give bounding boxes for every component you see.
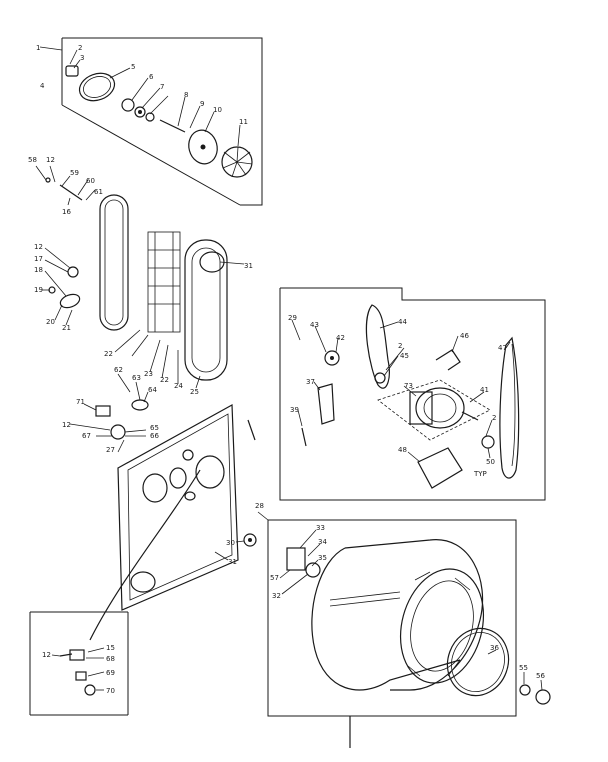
callout-12d: 12	[42, 651, 51, 659]
callout-33: 33	[316, 524, 325, 532]
callout-5: 5	[131, 63, 135, 71]
callout-21: 21	[62, 324, 71, 332]
callout-2: 2	[78, 44, 82, 52]
callout-29: 29	[288, 314, 297, 322]
callout-59: 59	[70, 169, 79, 177]
callout-28: 28	[255, 502, 264, 510]
callout-23: 23	[144, 370, 153, 378]
callout-65: 65	[150, 424, 159, 432]
callout-60: 60	[86, 177, 95, 185]
callout-12c: 12	[62, 421, 71, 429]
callout-63: 63	[132, 374, 141, 382]
callout-8: 8	[184, 91, 188, 99]
callout-68: 68	[106, 655, 115, 663]
callout-44: 44	[398, 318, 407, 326]
callout-1: 1	[36, 44, 40, 52]
callout-2b: 2	[492, 414, 496, 422]
callout-42: 42	[336, 334, 345, 342]
callout-48: 48	[398, 446, 407, 454]
blower-assembly: 1 2 3 4 5 6 7 8 9 10 11	[36, 37, 263, 206]
callout-4: 4	[40, 82, 45, 90]
callout-7: 7	[160, 83, 164, 91]
callout-36: 36	[490, 644, 499, 652]
callout-50: 50	[486, 458, 495, 466]
callout-64: 64	[148, 386, 157, 394]
callout-57: 57	[270, 574, 279, 582]
callout-12b: 12	[34, 243, 43, 251]
callout-20: 20	[46, 318, 55, 326]
callout-70: 70	[106, 687, 115, 695]
drum-assembly: 28 33 34 35 57 32 36 55 56	[255, 502, 551, 748]
callout-24: 24	[174, 382, 183, 390]
callout-66: 66	[150, 432, 159, 440]
callout-15: 15	[106, 644, 115, 652]
callout-3: 3	[80, 54, 84, 62]
callout-47: 47	[498, 344, 507, 352]
callout-61: 61	[94, 188, 103, 196]
motor-assembly: 29 43 42 44 2 45 46 47 37 73 41 39 48 2 …	[279, 287, 546, 501]
callout-17: 17	[34, 255, 43, 263]
callout-41: 41	[480, 386, 489, 394]
callout-43: 43	[310, 321, 319, 329]
callout-35: 35	[318, 554, 327, 562]
callout-31a: 31	[244, 262, 253, 270]
callout-32: 32	[272, 592, 281, 600]
callout-10: 10	[213, 106, 222, 114]
callout-9: 9	[200, 100, 204, 108]
callout-31b: 31	[228, 558, 237, 566]
callout-37a: 37	[306, 378, 315, 386]
callout-27: 27	[106, 446, 115, 454]
callout-46: 46	[460, 332, 469, 340]
callout-71: 71	[76, 398, 85, 406]
bulkhead-assembly: 62 63 64 71 12 65 66 67 27 30 31	[62, 366, 257, 641]
callout-67: 67	[82, 432, 91, 440]
callout-30: 30	[226, 539, 235, 547]
inset-detail: 15 68 69 70 12	[29, 611, 129, 716]
callout-25: 25	[190, 388, 199, 396]
callout-19: 19	[34, 286, 43, 294]
callout-18: 18	[34, 266, 43, 274]
callout-34: 34	[318, 538, 327, 546]
callout-73: 73	[404, 382, 413, 390]
callout-58: 58	[28, 156, 37, 164]
callout-45: 45	[400, 352, 409, 360]
callout-55: 55	[519, 664, 528, 672]
callout-62: 62	[114, 366, 123, 374]
callout-56: 56	[536, 672, 545, 680]
callout-16: 16	[62, 208, 71, 216]
callout-22b: 22	[160, 376, 169, 384]
callout-typ: TYP	[473, 470, 487, 478]
callout-39: 39	[290, 406, 299, 414]
callout-6: 6	[149, 73, 154, 81]
belt-idler-assembly: 58 12 59 60 61 16 12 17 18 19 20 21 22 2…	[28, 156, 253, 396]
callout-2a: 2	[398, 342, 402, 350]
callout-12a: 12	[46, 156, 55, 164]
callout-11: 11	[239, 118, 248, 126]
callout-69: 69	[106, 669, 115, 677]
callout-22a: 22	[104, 350, 113, 358]
